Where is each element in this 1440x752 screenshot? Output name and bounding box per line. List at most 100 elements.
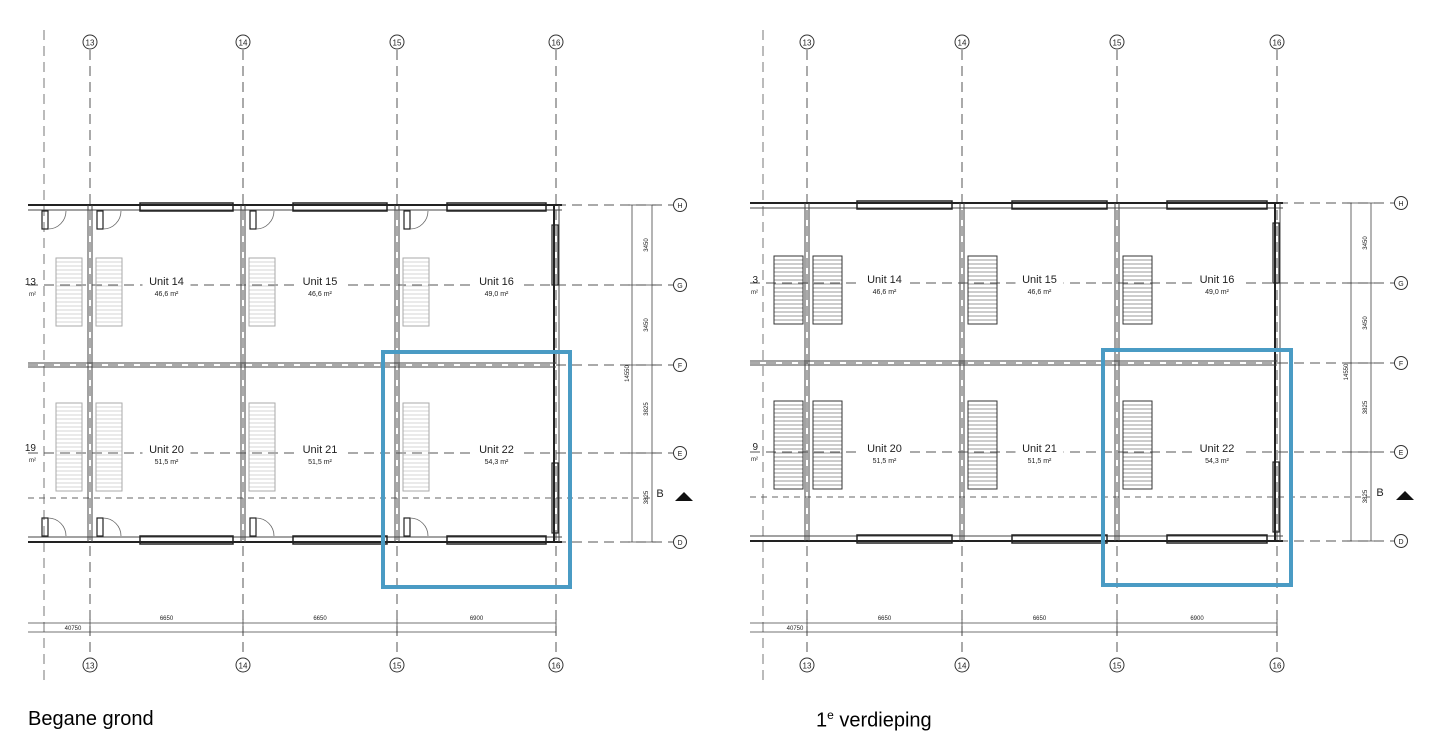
unit-name: Unit 15	[1022, 274, 1057, 286]
window-south	[139, 535, 234, 545]
window-south	[292, 535, 388, 545]
dimension-value: 6900	[1190, 616, 1204, 622]
dimension-value: 6900	[470, 616, 484, 622]
unit-label-bg	[296, 276, 344, 298]
grid-bubble-bottom	[82, 657, 98, 673]
dimension-total-vertical: 14550	[1344, 363, 1350, 380]
window-east	[551, 224, 559, 286]
door-leaf	[403, 210, 411, 230]
dimension-value-vertical: 3450	[644, 238, 650, 252]
grid-label-right: H	[677, 203, 682, 210]
unit-name: Unit 16	[479, 276, 514, 288]
window-south	[856, 534, 953, 544]
unit-area: 49,0 m²	[1205, 289, 1229, 296]
section-label: B	[1376, 487, 1383, 499]
grid-label-bottom: 13	[803, 662, 812, 671]
unit-label-bg	[142, 276, 191, 298]
dimension-value-vertical: 3825	[1363, 400, 1369, 414]
grid-bubble-right	[673, 446, 687, 460]
door-leaf	[249, 210, 257, 230]
grid-label-bottom: 15	[393, 662, 402, 671]
stair	[967, 255, 998, 325]
unit-name: Unit 20	[867, 443, 902, 455]
grid-bubble-bottom	[799, 657, 815, 673]
grid-bubble-right	[1394, 276, 1408, 290]
grid-bubble-right	[1394, 445, 1408, 459]
unit-name: Unit 21	[1022, 443, 1057, 455]
grid-bubble-top	[1269, 34, 1285, 50]
unit-area: 51,5 m²	[155, 459, 179, 466]
grid-label-right: F	[678, 363, 682, 370]
grid-label-bottom: 16	[1273, 662, 1282, 671]
partial-unit-area: m²	[29, 292, 36, 298]
unit-label-bg	[1193, 274, 1241, 296]
grid-label-bottom: 15	[1113, 662, 1122, 671]
grid-bubble-top	[1109, 34, 1125, 50]
grid-bubble-top	[954, 34, 970, 50]
grid-bubble-bottom	[1269, 657, 1285, 673]
window-north	[1011, 200, 1108, 210]
highlight-unit-22	[381, 350, 572, 589]
caption-first-floor-superscript: e	[827, 708, 834, 722]
door-swing	[409, 210, 429, 230]
unit-area: 51,5 m²	[308, 459, 332, 466]
grid-label-top: 15	[393, 39, 402, 48]
grid-label-right: D	[677, 540, 682, 547]
window-north	[292, 202, 388, 212]
window-south	[1011, 534, 1108, 544]
grid-bubble-bottom	[1109, 657, 1125, 673]
window-south	[1166, 534, 1268, 544]
dimension-value: 6650	[160, 616, 174, 622]
unit-label-bg	[860, 443, 909, 465]
grid-label-top: 13	[86, 39, 95, 48]
window-east	[551, 462, 559, 534]
section-arrow	[1396, 491, 1414, 500]
section-label: B	[656, 488, 663, 500]
grid-bubble-top	[548, 34, 564, 50]
unit-area: 46,6 m²	[1028, 289, 1052, 296]
window-south	[446, 535, 547, 545]
grid-label-top: 16	[1273, 39, 1282, 48]
dimension-value-vertical: 3825	[644, 402, 650, 416]
grid-label-bottom: 14	[239, 662, 248, 671]
door-swing	[409, 517, 429, 537]
partial-unit-label: 13	[25, 277, 37, 288]
unit-name: Unit 21	[303, 444, 338, 456]
unit-name: Unit 15	[303, 276, 338, 288]
grid-label-right: E	[1399, 450, 1404, 457]
stair	[773, 255, 804, 325]
door-swing	[102, 517, 122, 537]
grid-label-right: G	[1398, 281, 1403, 288]
grid-label-right: D	[1398, 539, 1403, 546]
unit-label-bg	[472, 444, 521, 466]
grid-label-right: G	[677, 283, 682, 290]
unit-area: 46,6 m²	[308, 291, 332, 298]
grid-label-top: 16	[552, 39, 561, 48]
window-north	[856, 200, 953, 210]
partial-unit-area: m²	[751, 290, 758, 296]
door-leaf	[41, 517, 49, 537]
grid-bubble-bottom	[389, 657, 405, 673]
unit-area: 46,6 m²	[155, 291, 179, 298]
dimension-value: 6650	[878, 616, 892, 622]
dimension-total-value: 40750	[787, 626, 804, 632]
grid-bubble-bottom	[548, 657, 564, 673]
grid-label-bottom: 16	[552, 662, 561, 671]
highlight-unit-22	[1101, 348, 1293, 587]
unit-label-bg	[472, 276, 521, 298]
partial-unit-area: m²	[29, 458, 36, 464]
stair	[55, 257, 83, 327]
door-leaf	[249, 517, 257, 537]
grid-bubble-right	[673, 358, 687, 372]
unit-area: 49,0 m²	[485, 291, 509, 298]
grid-label-right: H	[1398, 201, 1403, 208]
door-swing	[255, 210, 275, 230]
grid-label-bottom: 14	[958, 662, 967, 671]
grid-bubble-bottom	[235, 657, 251, 673]
dimension-value: 6650	[1033, 616, 1047, 622]
grid-bubble-right	[673, 535, 687, 549]
unit-label-bg	[1015, 274, 1064, 296]
caption-first-floor-number: 1	[816, 709, 828, 732]
window-east	[1272, 222, 1280, 284]
